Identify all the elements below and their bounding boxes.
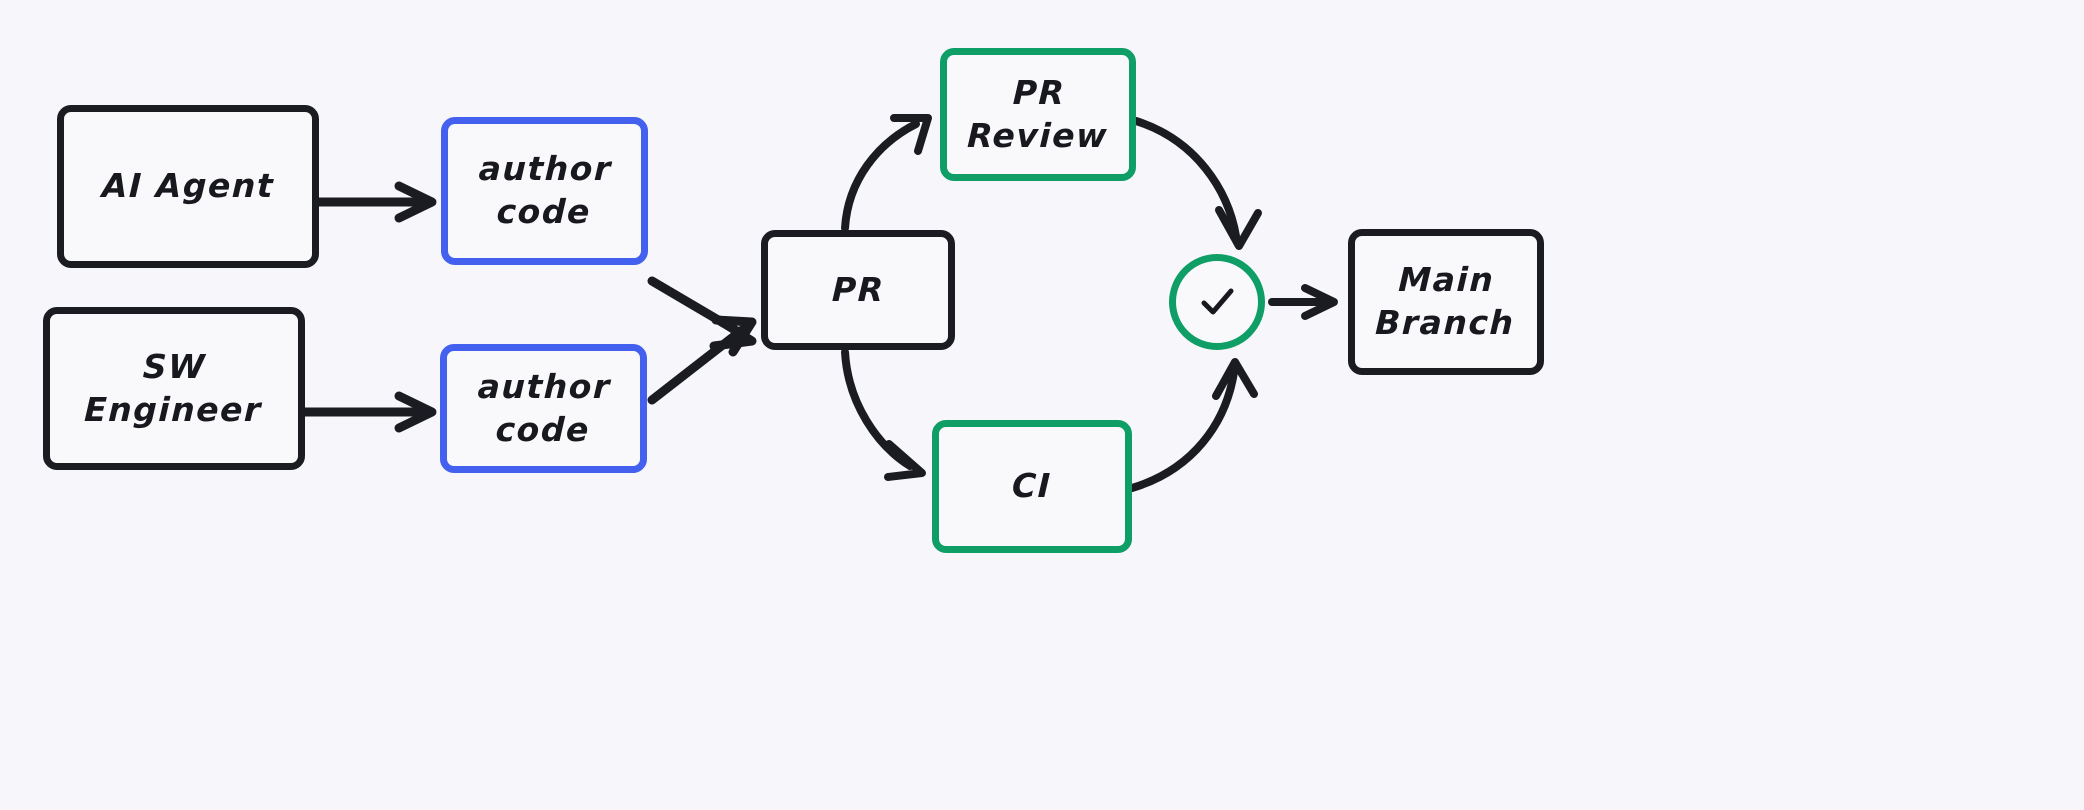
node-ci-label: CI: [1011, 466, 1053, 506]
node-author-code-2-label: author code: [477, 366, 612, 449]
edge-check-to-main-branch: [1268, 284, 1338, 320]
edge-sw-engineer-to-author-code-2: [300, 391, 437, 433]
node-author-code-1[interactable]: author code: [441, 117, 648, 265]
edge-ai-agent-to-author-code-1: [300, 181, 437, 223]
node-ai-agent[interactable]: AI Agent: [57, 105, 319, 268]
node-pr[interactable]: PR: [761, 230, 955, 350]
node-ci[interactable]: CI: [932, 420, 1132, 553]
node-sw-engineer[interactable]: SW Engineer: [43, 307, 305, 470]
edge-pr-to-ci: [841, 348, 926, 481]
node-author-code-1-label: author code: [478, 149, 613, 231]
node-sw-engineer-label: SW Engineer: [83, 346, 263, 429]
node-main-branch[interactable]: Main Branch: [1348, 229, 1544, 375]
node-pr-review-label: PR Review: [966, 72, 1109, 155]
edge-pr-to-pr-review: [841, 114, 932, 232]
edge-ci-to-check: [1128, 358, 1258, 492]
node-author-code-2[interactable]: author code: [440, 344, 647, 473]
edge-author-code-1-to-pr: [647, 276, 757, 351]
node-ai-agent-label: AI Agent: [101, 166, 275, 206]
node-check-circle[interactable]: [1169, 254, 1265, 350]
check-mark-icon: [1201, 288, 1234, 315]
node-pr-label: PR: [831, 269, 886, 309]
edge-author-code-2-to-pr: [647, 315, 757, 405]
node-pr-review[interactable]: PR Review: [940, 48, 1136, 181]
node-main-branch-label: Main Branch: [1374, 260, 1516, 342]
edge-pr-review-to-check: [1132, 117, 1262, 250]
